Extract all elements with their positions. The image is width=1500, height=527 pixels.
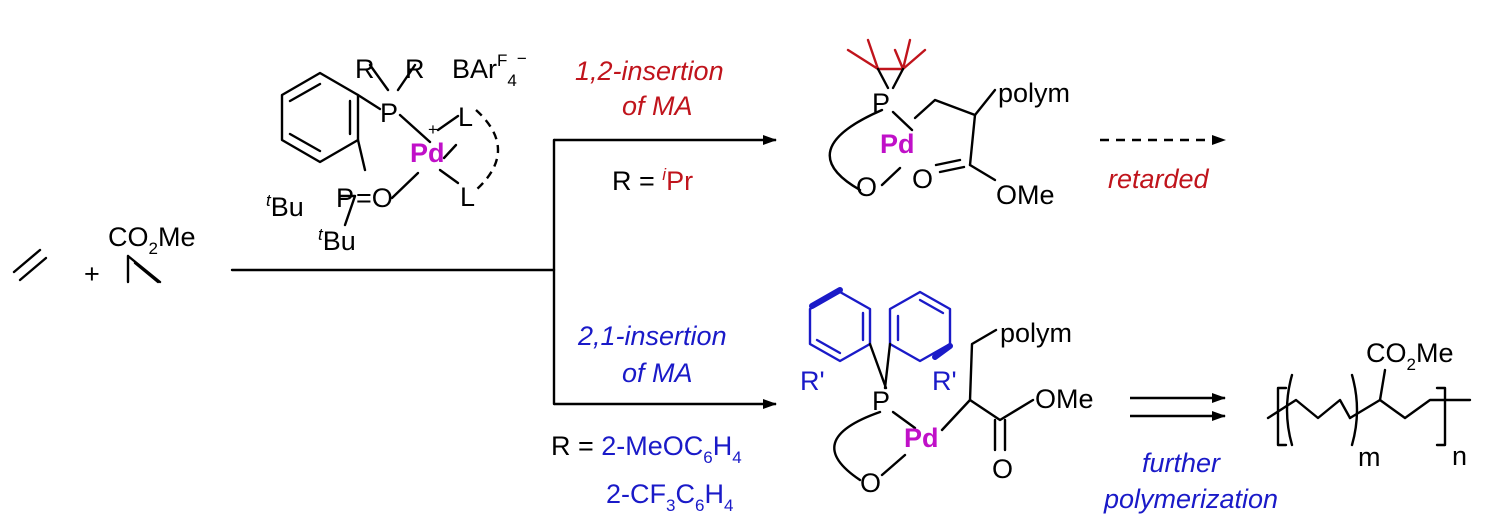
bottom-product-r-prime-2: R' — [932, 366, 957, 396]
bottom-product-structure — [808, 287, 1035, 482]
top-product-polym: polym — [998, 78, 1070, 108]
bottom-product-oxygen-2: O — [992, 454, 1013, 484]
catalyst-r2: R — [405, 54, 425, 84]
top-product-structure — [828, 38, 997, 192]
bottom-product-ome: OMe — [1035, 384, 1094, 414]
top-insertion-label: 1,2-insertion — [575, 56, 724, 86]
catalyst-phosphorus: P — [380, 98, 398, 128]
plus-sign: + — [84, 259, 100, 289]
polymer-group-label: CO2Me — [1366, 338, 1453, 374]
top-product-oxygen-2: O — [912, 164, 933, 194]
bottom-insertion-label-2: of MA — [622, 358, 693, 388]
polymerization-label: polymerization — [1103, 484, 1278, 514]
catalyst-r1: R — [355, 54, 375, 84]
bottom-r-definition-2: 2-CF3C6H4 — [606, 479, 733, 515]
tbu-label-1: tBu — [266, 191, 304, 222]
methyl-acrylate: CO2Me — [108, 222, 195, 284]
bottom-product-phosphorus: P — [872, 386, 890, 416]
tbu-label-2: tBu — [318, 225, 356, 256]
polymer-structure — [1266, 368, 1472, 447]
top-insertion-label-2: of MA — [622, 91, 693, 121]
top-product-oxygen-1: O — [856, 172, 877, 202]
polymer-n: n — [1452, 441, 1467, 471]
ethylene — [12, 248, 48, 282]
catalyst-ligand-2: L — [460, 182, 475, 212]
catalyst-palladium: Pd — [410, 138, 445, 168]
reaction-lines — [230, 135, 1226, 421]
catalyst-ligand-1: L — [458, 102, 473, 132]
bottom-product-oxygen-1: O — [860, 468, 881, 498]
retarded-label: retarded — [1108, 164, 1210, 194]
counterion: BArF4− — [452, 49, 527, 90]
bottom-r-definition-1: R = 2-MeOC6H4 — [551, 431, 742, 467]
top-r-definition: R = iPr — [612, 165, 693, 196]
catalyst-oxide-phosphorus: P — [336, 183, 354, 213]
bottom-insertion-label: 2,1-insertion — [577, 321, 727, 351]
bottom-product-r-prime-1: R' — [800, 366, 825, 396]
bottom-product-palladium: Pd — [904, 423, 939, 453]
catalyst-structure — [280, 63, 500, 227]
acrylate-group-label: CO2Me — [108, 222, 195, 258]
catalyst-oxide: =O — [356, 183, 393, 213]
top-product-phosphorus: P — [872, 88, 890, 118]
polymer-m: m — [1358, 442, 1381, 472]
further-label: further — [1142, 448, 1221, 478]
top-product-palladium: Pd — [880, 129, 915, 159]
bottom-product-polym: polym — [1000, 318, 1072, 348]
catalyst-charge: + — [428, 120, 438, 139]
top-product-ome: OMe — [996, 180, 1055, 210]
